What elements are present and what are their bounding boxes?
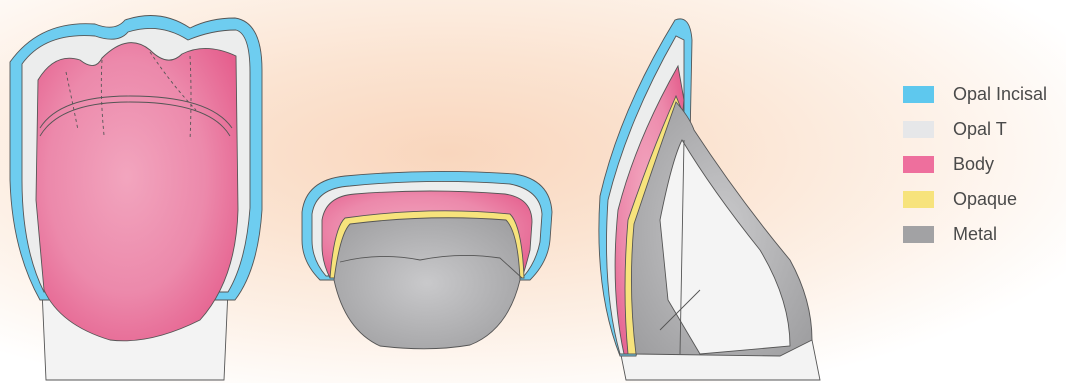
legend-swatch-opal-incisal [903, 86, 934, 103]
legend-item-metal: Metal [903, 222, 1047, 246]
body-layer-front [36, 43, 238, 341]
legend-label: Metal [953, 224, 997, 245]
legend-label: Body [953, 154, 994, 175]
legend-item-body: Body [903, 152, 1047, 176]
legend-label: Opal Incisal [953, 84, 1047, 105]
tooth-front-view [10, 16, 262, 381]
legend-swatch-body [903, 156, 934, 173]
legend-swatch-opal-t [903, 121, 934, 138]
legend-label: Opal T [953, 119, 1007, 140]
legend: Opal Incisal Opal T Body Opaque Metal [903, 82, 1047, 246]
tooth-cross-section [302, 171, 552, 348]
legend-label: Opaque [953, 189, 1017, 210]
legend-item-opal-t: Opal T [903, 117, 1047, 141]
legend-swatch-metal [903, 226, 934, 243]
tooth-side-view [599, 19, 820, 380]
legend-item-opal-incisal: Opal Incisal [903, 82, 1047, 106]
metal-layer-section [334, 218, 520, 349]
legend-swatch-opaque [903, 191, 934, 208]
legend-item-opaque: Opaque [903, 187, 1047, 211]
